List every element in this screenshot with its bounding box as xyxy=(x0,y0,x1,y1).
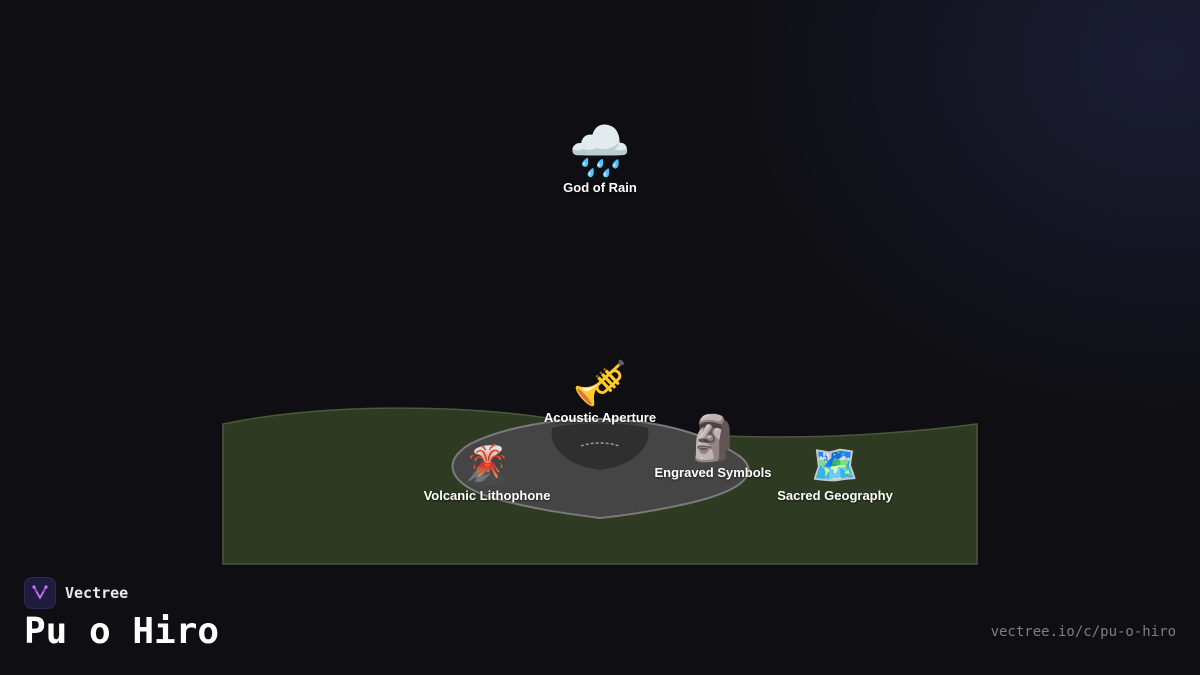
rain-cloud-icon: 🌧️ xyxy=(568,122,632,180)
trumpet-icon: 🎺 xyxy=(572,358,628,409)
vectree-logo-icon xyxy=(24,577,56,609)
node-volcanic-lithophone[interactable]: 🌋 Volcanic Lithophone xyxy=(424,446,551,503)
node-engraved-symbols[interactable]: 🗿 Engraved Symbols xyxy=(654,413,772,481)
node-label: Volcanic Lithophone xyxy=(423,488,551,503)
volcano-icon: 🌋 xyxy=(463,443,511,487)
node-acoustic-aperture[interactable]: 🎺 Acoustic Aperture xyxy=(543,358,657,426)
node-label: Sacred Geography xyxy=(777,488,893,503)
node-label: Engraved Symbols xyxy=(654,465,772,480)
world-map-icon: 🗺️ xyxy=(811,443,859,487)
brand-name: Vectree xyxy=(65,584,129,602)
page-url[interactable]: vectree.io/c/pu-o-hiro xyxy=(990,624,1176,640)
node-sacred-geography[interactable]: 🗺️ Sacred Geography xyxy=(777,446,893,503)
page-title: Pu o Hiro xyxy=(24,611,220,652)
node-label: Acoustic Aperture xyxy=(543,410,657,425)
node-label: God of Rain xyxy=(563,180,637,195)
moai-icon: 🗿 xyxy=(685,413,741,464)
brand[interactable]: Vectree xyxy=(24,577,128,609)
stone-aperture xyxy=(551,423,649,470)
node-god-of-rain[interactable]: 🌧️ God of Rain xyxy=(563,126,637,195)
aperture-marking xyxy=(580,442,620,447)
